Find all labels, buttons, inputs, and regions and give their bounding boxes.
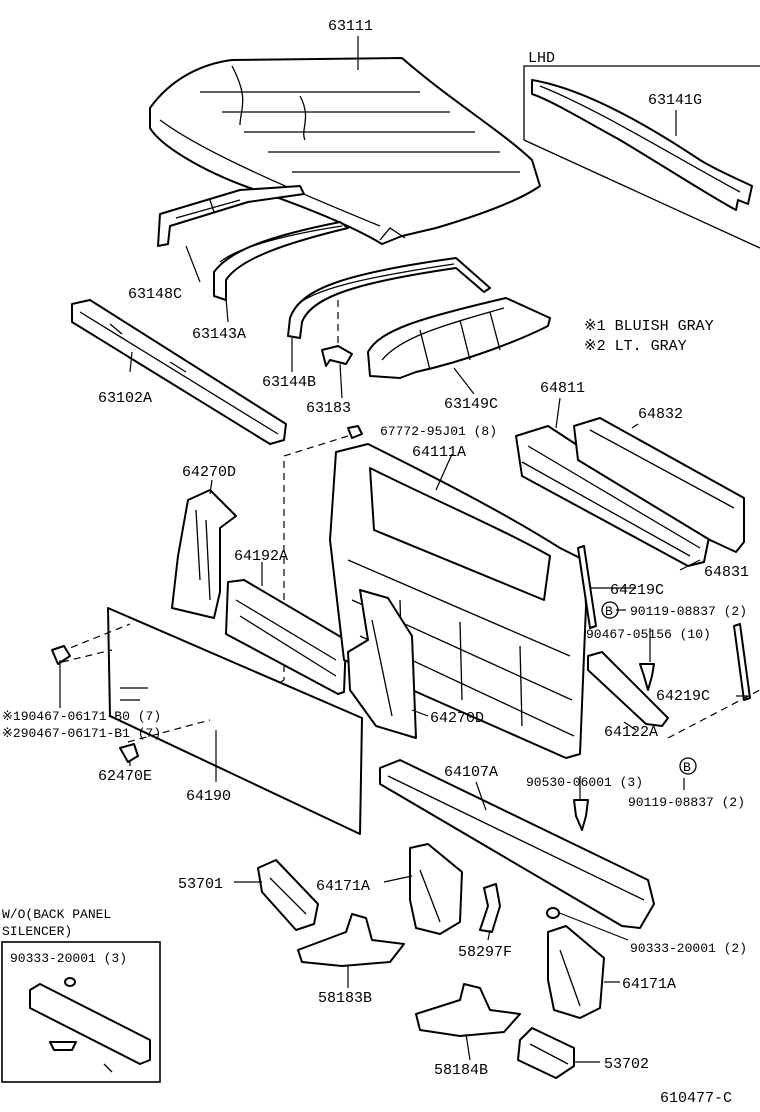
clip-90467-05156 [639,663,655,691]
clip-62470e [119,719,211,763]
header-panel-63102a [71,299,287,445]
pad-64192a [225,579,347,695]
bracket-53702 [517,1027,575,1079]
label-64171a-lower: 64171A [622,976,676,993]
label-64192a: 64192A [234,548,288,565]
label-63149c: 63149C [444,396,498,413]
inset-part-label: 90333-20001 (3) [10,951,127,966]
silencer-64190 [107,607,363,835]
clip-90530 [573,799,589,831]
roof-bow-63143a [213,221,349,301]
label-63141g: 63141G [648,92,702,109]
callout-b-lower: B [679,757,697,775]
label-53701: 53701 [178,876,223,893]
label-53702: 53702 [604,1056,649,1073]
stay-64219c-b [733,623,751,701]
reinforcement-58183b [297,913,405,967]
note-1: ※1 BLUISH GRAY [584,318,714,335]
rail-64122a [587,651,669,727]
label-90333: 90333-20001 (2) [630,941,747,956]
stay-64219c-a [577,545,597,629]
bracket-58297f [479,883,501,933]
inset-title-line2: SILENCER) [2,924,72,939]
callout-b-upper: B [601,601,619,619]
label-63183: 63183 [306,400,351,417]
weatherstrip-64811 [515,425,711,567]
label-58184b: 58184B [434,1062,488,1079]
svg-text:B: B [683,760,691,775]
gusset-64171a-upper [409,843,463,935]
insulator-64270d-upper [171,489,237,619]
label-64270d-lower: 64270D [430,710,484,727]
figure-id: 610477-C [660,1090,732,1107]
label-lhd: LHD [528,50,555,67]
roof-panel [149,57,541,245]
label-64111a: 64111A [412,444,466,461]
roof-frame-63149c [367,297,551,379]
label-64270d-upper: 64270D [182,464,236,481]
label-64831: 64831 [704,564,749,581]
label-64832: 64832 [638,406,683,423]
reinforcement-58184b [415,983,521,1037]
plug-90333 [546,907,560,919]
insulator-64270d-lower [347,589,417,739]
bracket-63183 [321,300,353,367]
label-90119-b: 90119-08837 (2) [628,795,745,810]
svg-text:B: B [605,604,613,619]
sill-64107a [379,759,655,929]
label-67772: 67772-95J01 (8) [380,424,497,439]
label-90467-b1: ※290467-06171-B1 (7) [2,726,161,741]
label-90119-a: 90119-08837 (2) [630,604,747,619]
label-64811: 64811 [540,380,585,397]
label-63143a: 63143A [192,326,246,343]
lhd-box [523,65,760,249]
label-63144b: 63144B [262,374,316,391]
label-64190: 64190 [186,788,231,805]
label-58297f: 58297F [458,944,512,961]
roof-bow-63148c [157,185,305,247]
label-64219c-b: 64219C [656,688,710,705]
label-63111: 63111 [328,18,373,35]
label-58183b: 58183B [318,990,372,1007]
clip-90467-06171 [51,645,71,665]
label-63102a: 63102A [98,390,152,407]
label-90530: 90530-06001 (3) [526,775,643,790]
roof-rail-63141g [531,79,753,211]
label-64107a: 64107A [444,764,498,781]
glass-64832 [573,417,745,553]
label-90467-b0: ※190467-06171-B0 (7) [2,709,161,724]
inset-title-line1: W/O(BACK PANEL [2,907,111,922]
label-90467-05156: 90467-05156 (10) [586,627,711,642]
inset-box [1,941,161,1083]
label-64122a: 64122A [604,724,658,741]
label-63148c: 63148C [128,286,182,303]
label-64171a-upper: 64171A [316,878,370,895]
note-2: ※2 LT. GRAY [584,338,687,355]
leader-lines [59,36,748,1063]
roof-bow-63144b [287,257,491,339]
bracket-53701 [257,859,319,931]
label-62470e: 62470E [98,768,152,785]
label-64219c-a: 64219C [610,582,664,599]
gusset-64171a-lower [547,925,605,1019]
